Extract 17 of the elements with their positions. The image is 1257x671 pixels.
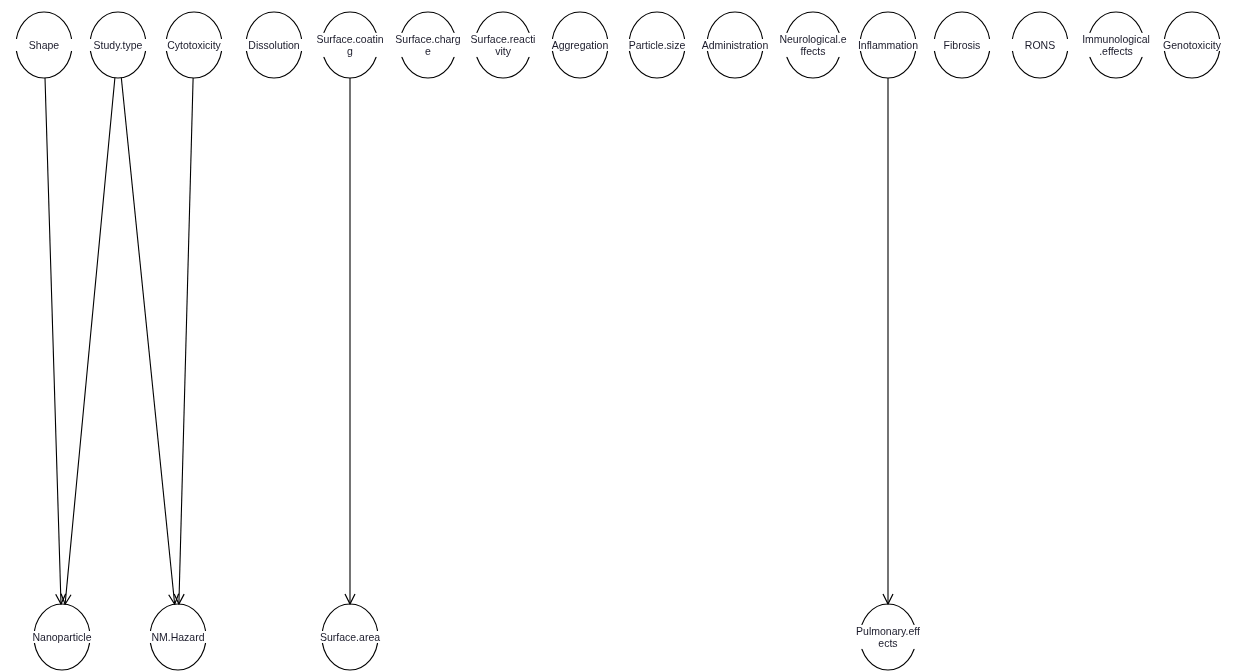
node-label: Surface.charge <box>394 32 462 58</box>
arrow <box>44 77 67 605</box>
arrow <box>60 77 116 605</box>
circle-node <box>699 12 771 78</box>
arrow <box>173 77 194 605</box>
node-label: Neurological.effects <box>779 32 847 58</box>
node-label: Surface.coating <box>316 32 384 58</box>
arrow <box>882 77 894 605</box>
circle-node <box>1080 12 1152 78</box>
node-label: Immunological.effects <box>1082 32 1150 58</box>
circle-node <box>314 12 386 78</box>
arrow <box>344 77 356 605</box>
node-label: Pulmonary.effects <box>854 624 922 650</box>
circle-node <box>777 12 849 78</box>
node-label: Surface.reactivity <box>469 32 537 58</box>
node-label: Administration <box>701 38 769 52</box>
arrow <box>120 77 180 605</box>
